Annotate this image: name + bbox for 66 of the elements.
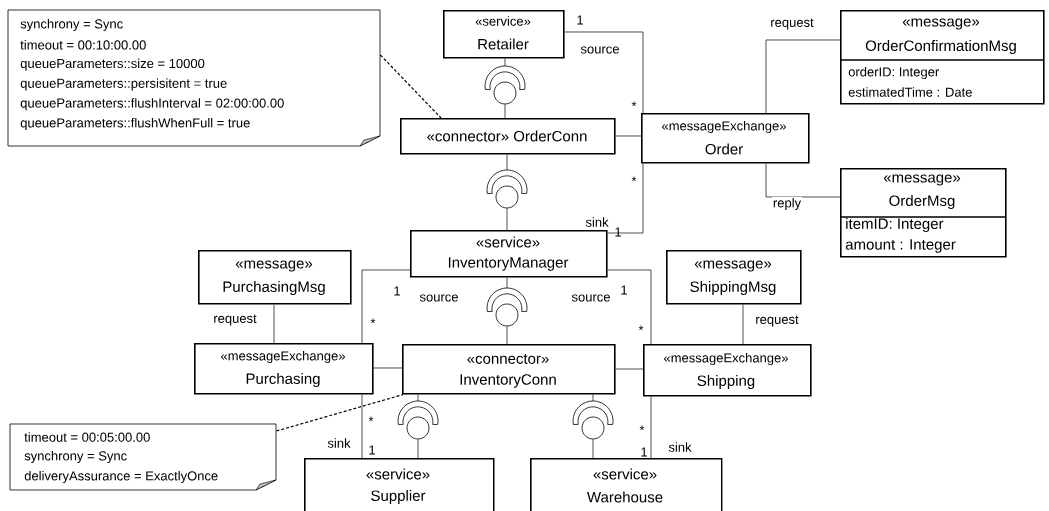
multiplicity-label: 1 — [641, 447, 647, 457]
ball-and-socket-symbol — [484, 65, 526, 105]
connector-line — [361, 394, 363, 459]
connector-line — [607, 269, 652, 345]
class-box: «message» ShippingMsg — [666, 250, 802, 305]
multiplicity-label: * — [639, 425, 645, 431]
multiplicity-label: 1 — [615, 227, 621, 237]
connector-line — [765, 39, 841, 114]
connector-line — [506, 277, 508, 289]
connector-line — [273, 304, 275, 344]
connector-line — [506, 154, 508, 171]
edge-label: request — [212, 313, 258, 327]
class-box: «service» InventoryManager — [410, 230, 608, 278]
edge-label: request — [769, 17, 815, 31]
edge-label: request — [754, 314, 800, 328]
connector-line — [650, 396, 652, 459]
connector-line — [765, 163, 841, 198]
connector-line — [506, 208, 508, 231]
multiplicity-label: 1 — [577, 15, 583, 25]
connector-line — [361, 269, 411, 344]
connector-line — [592, 394, 594, 402]
class-box: «message» PurchasingMsg — [198, 250, 352, 305]
ball-and-socket-symbol — [572, 400, 614, 440]
edge-label: source — [570, 293, 612, 303]
multiplicity-label: * — [631, 176, 637, 182]
edge-label: source — [418, 293, 460, 303]
edge-label: sink — [667, 441, 693, 453]
connector-line — [506, 326, 508, 345]
multiplicity-label: 1 — [369, 445, 375, 455]
class-box: «service» Supplier — [304, 458, 495, 511]
connector-line — [564, 31, 644, 114]
ball-and-socket-symbol — [486, 169, 528, 209]
multiplicity-label: * — [370, 318, 376, 324]
connector-line — [504, 58, 506, 67]
class-box: «message» OrderMsg itemID: Integer amount : Integer — [839, 168, 1007, 258]
connector-line — [615, 135, 642, 137]
note-link — [379, 54, 442, 119]
connector-line — [592, 439, 594, 459]
class-box: «service» Retailer — [443, 10, 565, 59]
ball-and-socket-symbol — [397, 400, 439, 440]
multiplicity-label: 1 — [621, 285, 627, 295]
class-box: «connector» InventoryConn — [402, 344, 616, 395]
class-box: «connector» OrderConn — [400, 118, 616, 155]
note-box: timeout = 00:05:00.00 synchrony = Sync deliveryAssurance = ExactlyOnce — [9, 423, 277, 491]
connector-line — [373, 367, 403, 369]
multiplicity-label: * — [631, 101, 637, 107]
multiplicity-label: * — [638, 325, 644, 331]
class-box: «message» OrderConfirmationMsg orderID: Integer estimatedTime : Date — [839, 10, 1045, 105]
multiplicity-label: * — [368, 416, 374, 422]
class-box: «messageExchange» Shipping — [643, 344, 812, 397]
edge-label: sink — [584, 216, 610, 228]
connector-line — [615, 368, 644, 370]
multiplicity-label: 1 — [394, 286, 400, 296]
ball-and-socket-symbol — [486, 287, 528, 327]
edge-label: sink — [326, 437, 352, 449]
note-link — [275, 394, 404, 432]
connector-line — [607, 163, 644, 234]
connector-line — [504, 104, 506, 119]
class-box: «messageExchange» Purchasing — [194, 343, 374, 395]
connector-line — [417, 394, 419, 402]
class-box: «service» Warehouse — [530, 458, 723, 511]
connector-line — [742, 304, 744, 345]
class-box: «messageExchange» Order — [641, 113, 810, 164]
note-box: synchrony = Sync timeout = 00:10:00.00 queueParameters::size = 10000 queueParameters::persisitent = true queueParameters::flushInterval = 02:00:00.00 queueParameters::flushWhenFull = true — [7, 9, 381, 147]
connector-line — [417, 439, 419, 459]
edge-label: source — [579, 45, 621, 55]
